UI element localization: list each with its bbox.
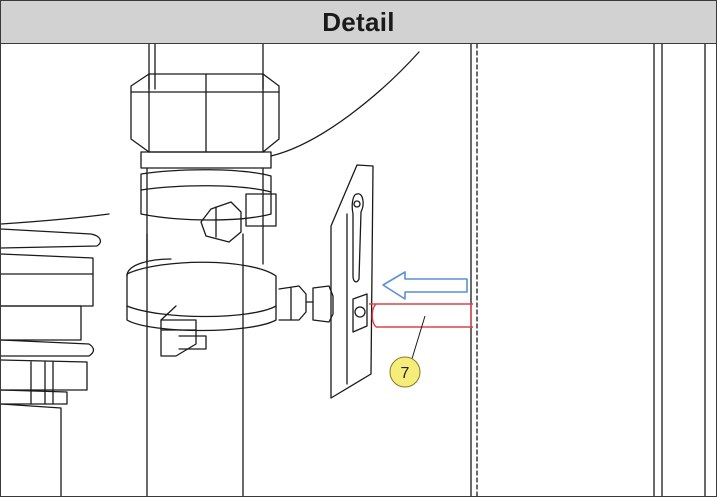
vessel-curve-lower: [1, 213, 110, 225]
lower-clamp: [126, 258, 277, 357]
drawing-canvas: 7: [1, 44, 706, 496]
vertical-pipe-lower: [146, 233, 244, 496]
upper-clamp: [140, 169, 277, 243]
callout-bubble-7: 7: [389, 356, 421, 388]
detail-header: Detail: [1, 1, 716, 44]
connecting-bolt: [278, 285, 334, 323]
callout-number: 7: [401, 365, 410, 382]
hex-nut: [130, 73, 280, 169]
vessel-curve-upper: [270, 51, 420, 157]
mounting-plate: [330, 164, 374, 399]
highlighted-part: [369, 303, 473, 328]
wall-section: [470, 44, 706, 496]
detail-title: Detail: [322, 6, 395, 37]
technical-drawing: 7: [1, 44, 716, 496]
direction-arrow: [382, 271, 468, 300]
left-fitting: [1, 228, 102, 496]
callout-leader: [410, 315, 426, 363]
